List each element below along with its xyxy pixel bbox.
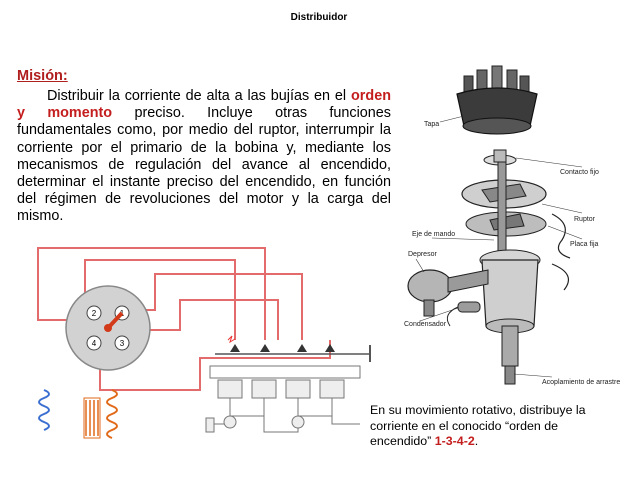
mision-highlight: orden y momento bbox=[17, 88, 391, 122]
cap-terminal-4: 4 bbox=[92, 339, 97, 348]
page-title: Distribuidor bbox=[290, 12, 348, 23]
ignition-schematic: 2 1 4 3 bbox=[37, 247, 371, 439]
engine-block bbox=[205, 365, 361, 433]
distributor-body bbox=[479, 161, 541, 385]
mision-text-start: Distribuir la corriente de alta a las bu… bbox=[47, 88, 347, 104]
label-ruptor: Ruptor bbox=[574, 216, 596, 223]
cap-terminal-2: 2 bbox=[92, 309, 97, 318]
label-condensador: Condensador bbox=[404, 321, 447, 328]
caption-end: . bbox=[474, 434, 479, 449]
vacuum-advance bbox=[407, 269, 489, 317]
mision-title: Misión: bbox=[17, 68, 68, 84]
label-depresor: Depresor bbox=[408, 251, 437, 258]
label-placa-fija: Placa fija bbox=[570, 241, 599, 248]
distributor-cap bbox=[456, 65, 538, 135]
distributor-schematic: 2 1 4 3 bbox=[65, 285, 151, 371]
spark-plugs bbox=[215, 335, 371, 362]
mision-text-rest: preciso. Incluye otras funciones fundame… bbox=[17, 105, 392, 225]
label-contacto-fijo: Contacto fijo bbox=[560, 169, 599, 176]
label-eje-de-mando: Eje de mando bbox=[412, 231, 455, 238]
wiring bbox=[37, 247, 331, 391]
mision-text: Distribuir la corriente de alta a las bu… bbox=[17, 88, 391, 226]
caption-text: En su movimiento rotativo, distribuye la… bbox=[370, 403, 586, 449]
exploded-distributor-diagram: Tapa Contacto fijo Ruptor Placa fija Eje… bbox=[404, 65, 620, 386]
condenser bbox=[446, 301, 481, 327]
cap-terminal-3: 3 bbox=[120, 339, 125, 348]
ignition-coil bbox=[38, 389, 118, 439]
label-acoplamiento: Acoplamiento de arrastre bbox=[542, 379, 620, 386]
caption: En su movimiento rotativo, distribuye la… bbox=[370, 403, 610, 450]
label-tapa: Tapa bbox=[424, 121, 439, 128]
firing-order: 1-3-4-2 bbox=[434, 434, 475, 449]
